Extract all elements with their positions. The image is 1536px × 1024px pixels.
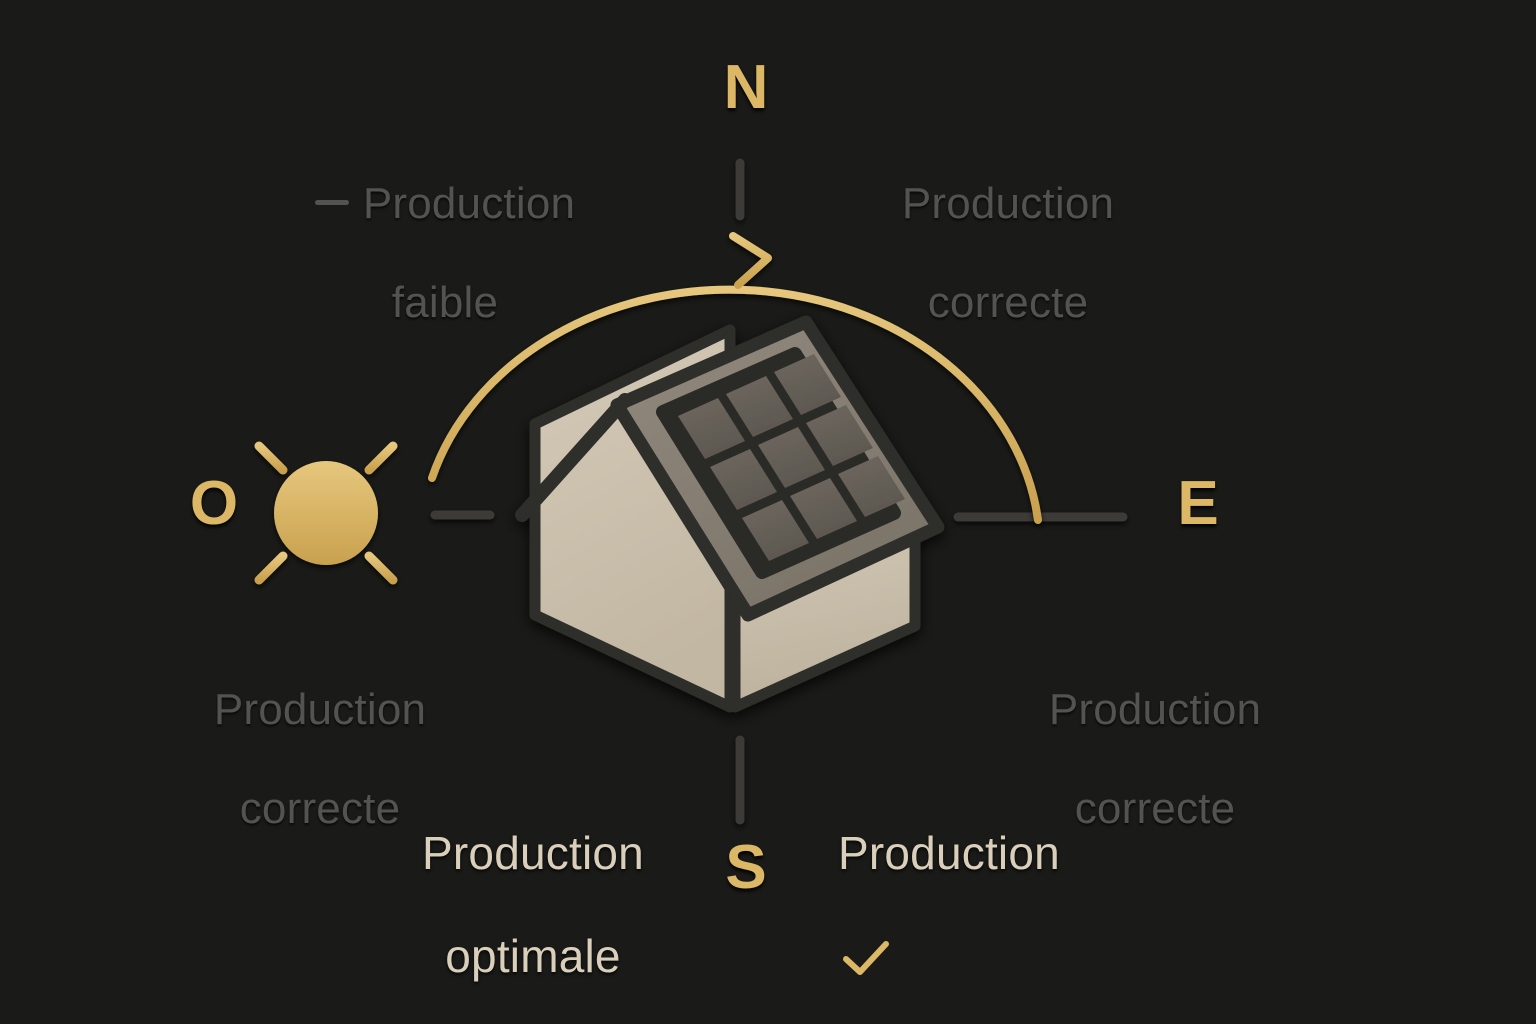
label-line-2: correcte xyxy=(927,277,1089,327)
sun-path-arc xyxy=(428,285,1042,524)
sun-disc xyxy=(274,461,378,565)
label-line-2: optimale xyxy=(838,931,1198,1024)
label-line-1: Production xyxy=(838,826,1060,879)
label-line-2: optimale xyxy=(445,929,621,982)
production-label-north-east: Production correcte xyxy=(838,130,1178,376)
sun-ray-ne xyxy=(364,441,398,475)
sun-icon xyxy=(235,405,417,621)
solar-cell xyxy=(806,405,873,466)
production-label-south-east: Production optimale xyxy=(838,776,1198,1024)
sun-ray-nw xyxy=(254,441,288,475)
production-label-west: Production correcte xyxy=(155,636,485,882)
house-with-solar-panel-icon xyxy=(515,315,945,713)
sun-path-arc-arrow-icon xyxy=(428,232,1042,524)
check-icon xyxy=(843,940,889,975)
compass-label-west: O xyxy=(189,469,239,538)
label-line-2: correcte xyxy=(1074,783,1236,833)
label-line-1: Production xyxy=(901,179,1115,229)
label-line-1: Production xyxy=(250,179,640,228)
solar-cell xyxy=(678,398,745,459)
compass-label-south: S xyxy=(725,833,767,902)
sun-ray-se xyxy=(364,551,398,585)
solar-cell xyxy=(726,376,793,437)
sun-ray-sw xyxy=(254,551,288,585)
solar-cell xyxy=(774,354,841,415)
production-label-north-west: Production faible xyxy=(250,130,640,376)
solar-cell xyxy=(710,449,777,510)
production-label-east: Production correcte xyxy=(990,636,1320,882)
sun-path-arrowhead xyxy=(729,232,772,289)
solar-cell xyxy=(838,456,905,517)
solar-panel xyxy=(656,347,905,579)
compass-label-east: E xyxy=(1177,469,1219,538)
label-line-1: Production xyxy=(422,826,644,879)
dash-icon xyxy=(314,200,349,206)
compass-label-north: N xyxy=(723,53,769,122)
label-line-2: correcte xyxy=(239,783,401,833)
label-line-1: Production xyxy=(1048,685,1262,735)
solar-cell xyxy=(790,478,857,539)
label-line-2: faible xyxy=(391,277,499,327)
solar-cell xyxy=(758,427,825,488)
production-label-south-west: Production optimale xyxy=(368,776,698,1024)
solar-cell xyxy=(742,500,809,561)
label-line-1: Production xyxy=(213,685,427,735)
house-roof-edge-left xyxy=(515,393,632,522)
